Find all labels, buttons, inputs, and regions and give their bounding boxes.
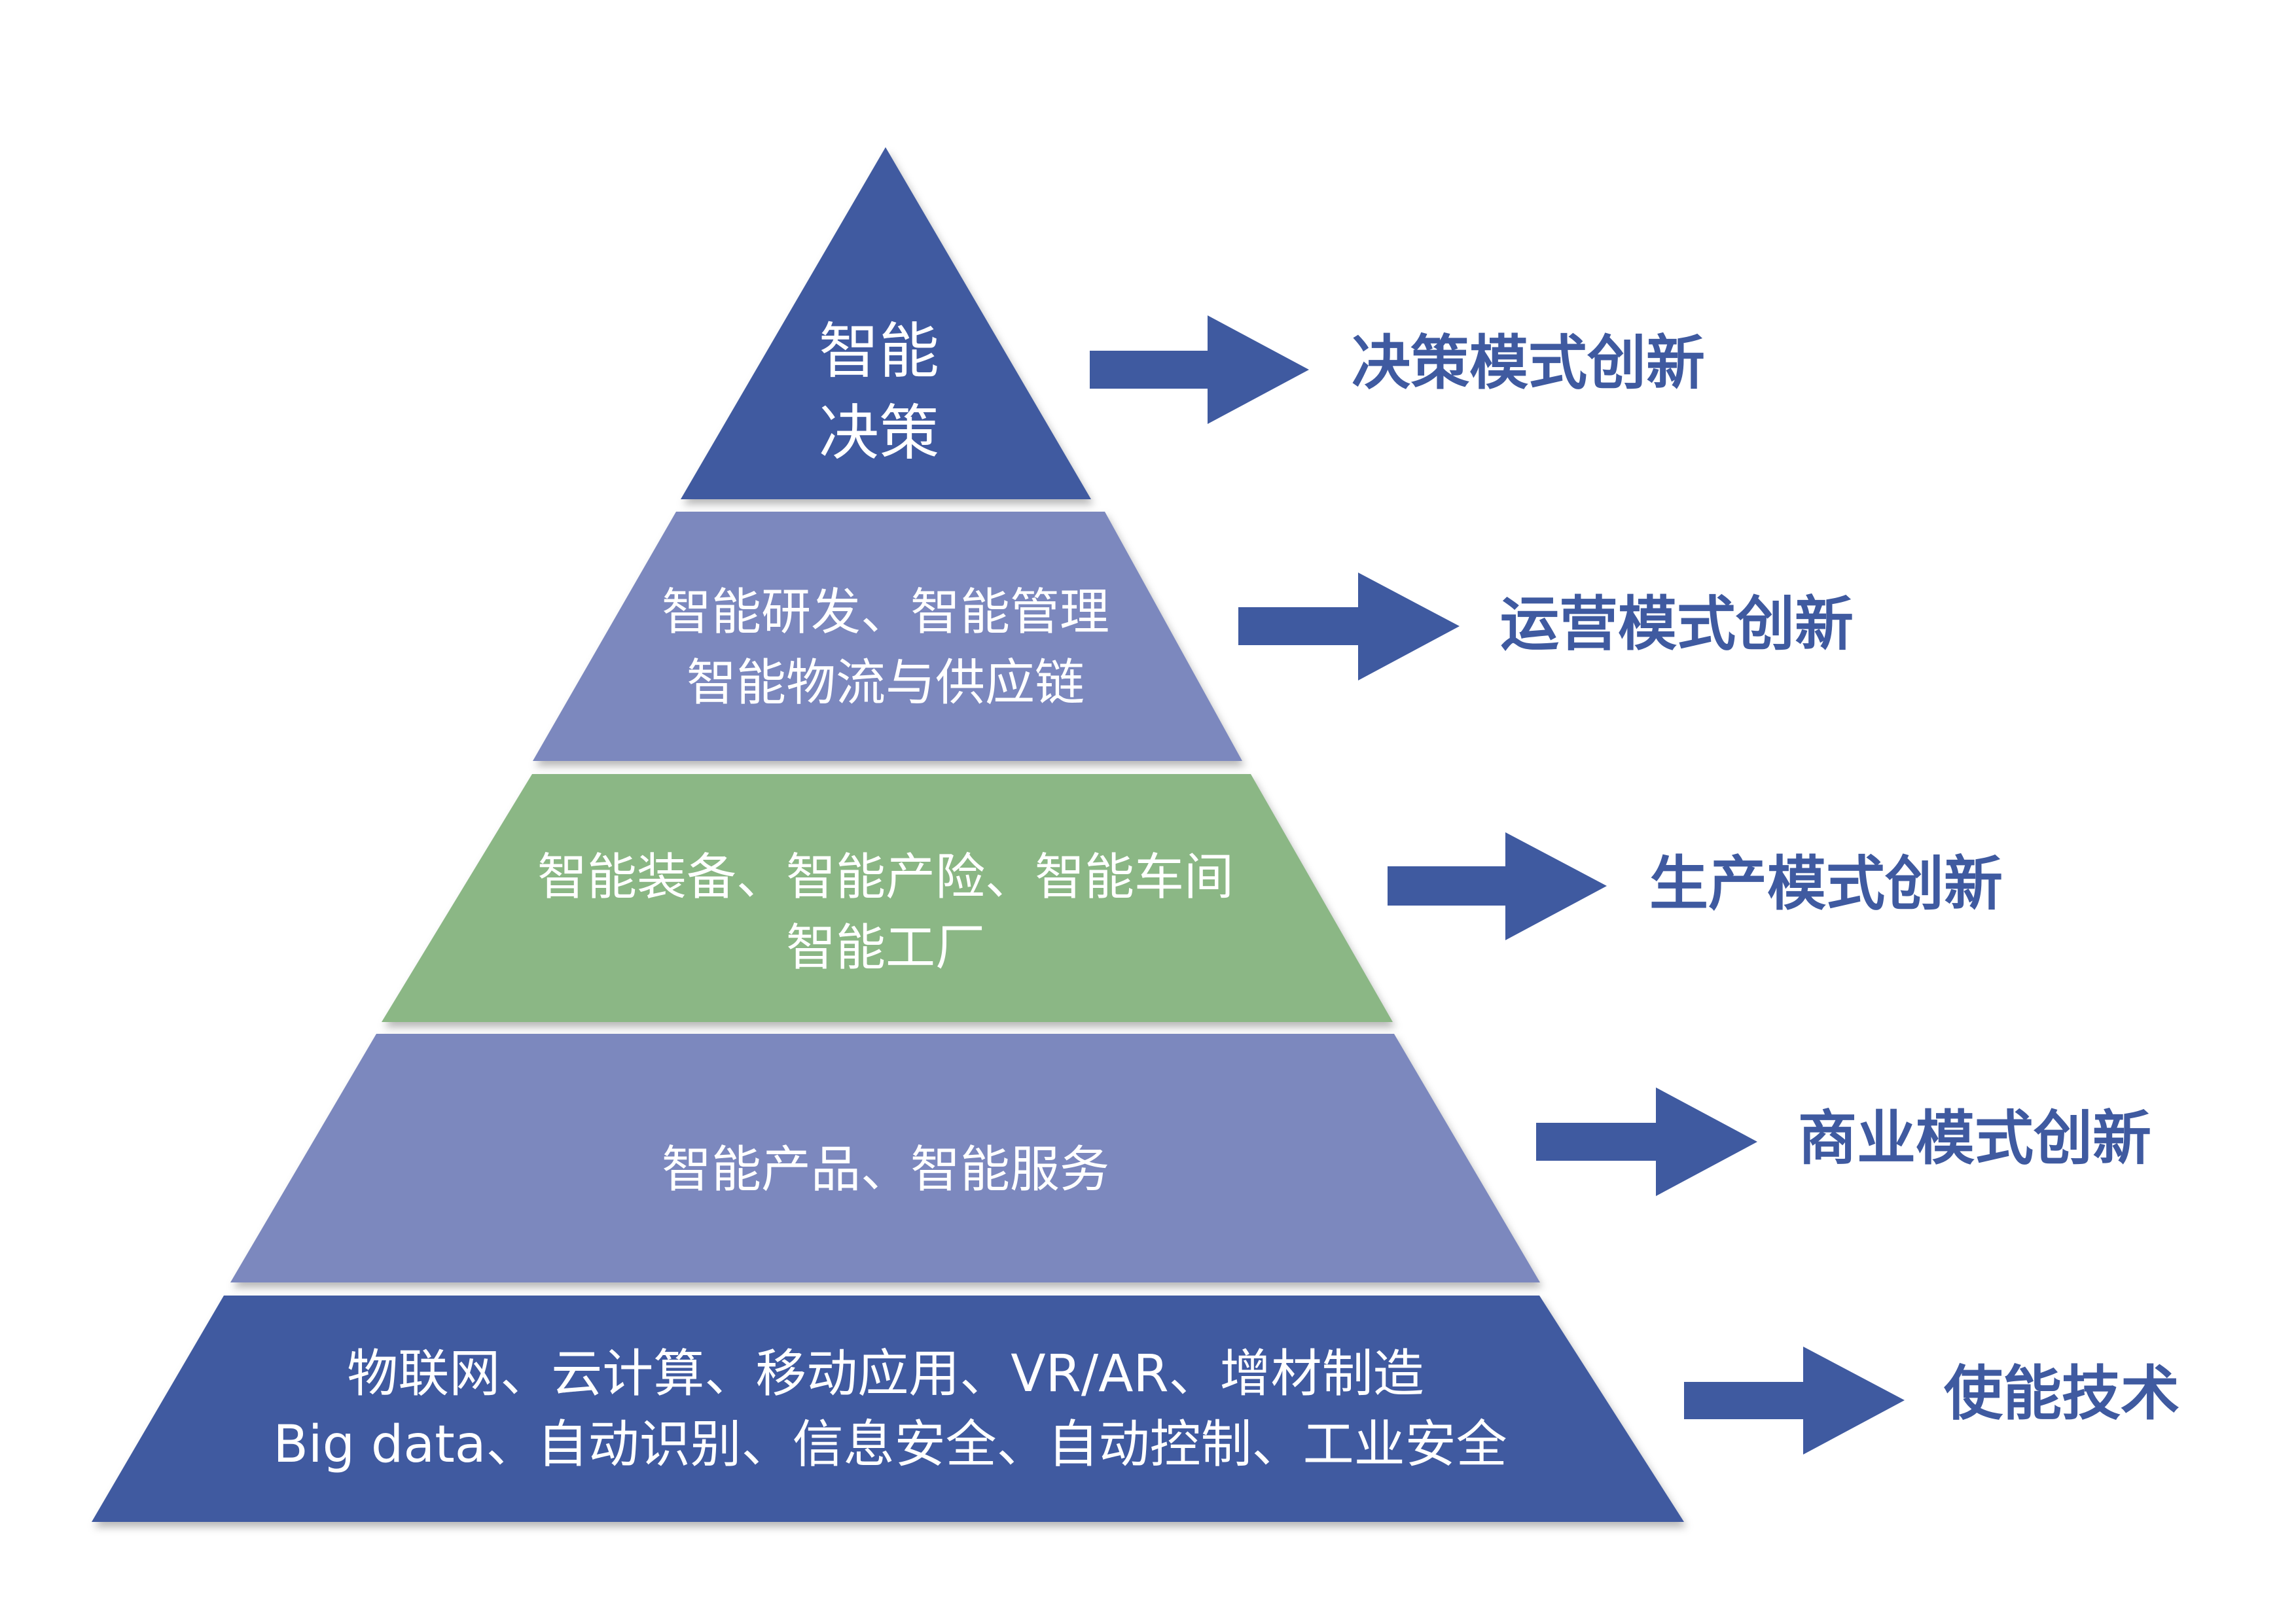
right-arrow-icon: [1238, 573, 1460, 680]
tier-apex-line-2: 决策: [819, 398, 939, 468]
right-arrow-icon: [1090, 315, 1309, 424]
right-arrow-icon: [1536, 1087, 1757, 1196]
tier-enabling-tech-line-1: 物联网、云计算、移动应用、VR/AR、增材制造: [347, 1345, 1424, 1403]
tier-apex-shape: [681, 147, 1091, 499]
tier-production: 智能装备、智能产险、智能车间 智能工厂: [382, 774, 1393, 1022]
tier-production-shape: [382, 774, 1393, 1022]
tier-apex: 智能 决策: [681, 147, 1091, 499]
right-arrow-icon: [1684, 1347, 1905, 1455]
label-operations-innovation: 运营模式创新: [1500, 590, 1854, 659]
tier-production-line-1: 智能装备、智能产险、智能车间: [537, 848, 1234, 906]
tier-operations-line-1: 智能研发、智能管理: [662, 583, 1109, 641]
tier-business-shape: [230, 1034, 1540, 1282]
tier-operations-line-2: 智能物流与供应链: [687, 654, 1085, 712]
tier-enabling-tech-shape: [92, 1296, 1684, 1522]
tier-apex-line-1: 智能: [819, 317, 939, 387]
label-business-innovation: 商业模式创新: [1798, 1104, 2151, 1173]
tier-operations-shape: [533, 512, 1242, 761]
label-enabling-tech: 使能技术: [1944, 1360, 2179, 1428]
tier-business: 智能产品、智能服务: [230, 1034, 1540, 1282]
label-production-innovation: 生产模式创新: [1649, 850, 2003, 919]
label-decision-innovation: 决策模式创新: [1352, 329, 1705, 398]
tier-business-line-1: 智能产品、智能服务: [662, 1140, 1109, 1199]
tier-enabling-tech-line-2: Big data、自动识别、信息安全、自动控制、工业安全: [273, 1415, 1507, 1474]
tier-operations: 智能研发、智能管理 智能物流与供应链: [533, 512, 1242, 761]
tier-production-line-2: 智能工厂: [786, 919, 985, 977]
right-arrow-icon: [1388, 832, 1607, 940]
tier-enabling-tech: 物联网、云计算、移动应用、VR/AR、增材制造 Big data、自动识别、信息…: [92, 1296, 1684, 1522]
